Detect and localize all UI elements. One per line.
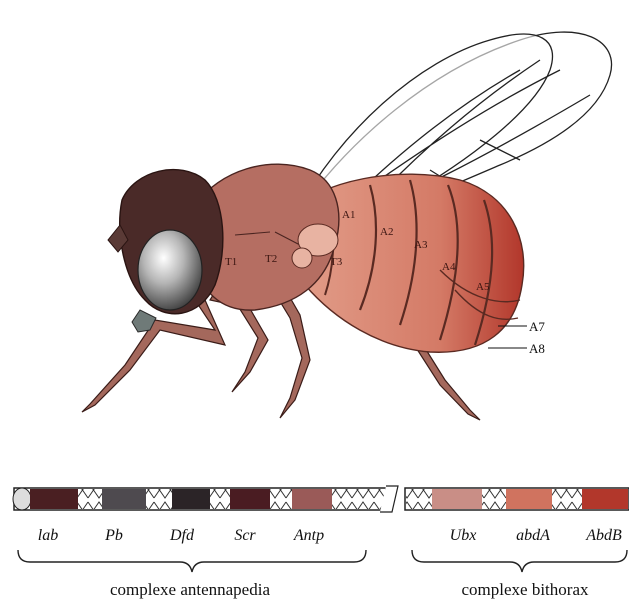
gene-label-pb: Pb: [104, 527, 123, 544]
segment-label-t2: T2: [265, 253, 277, 265]
compound-eye: [138, 230, 202, 310]
gene-block-ubx: [432, 489, 482, 509]
gene-label-ubx: Ubx: [450, 527, 477, 544]
gene-labels: lab Pb Dfd Scr Antp Ubx abdA AbdB: [38, 527, 622, 544]
gene-block-abdb: [582, 489, 628, 509]
gene-label-abda: abdA: [516, 527, 550, 544]
gene-block-scr: [230, 489, 270, 509]
brace-antennapedia: [18, 550, 366, 572]
segment-label-a2: A2: [380, 226, 393, 238]
gene-block-pb: [102, 489, 146, 509]
gene-block-antp: [292, 489, 332, 509]
segment-label-t1: T1: [225, 256, 237, 268]
gene-label-abdb: AbdB: [585, 527, 622, 544]
gene-label-dfd: Dfd: [169, 527, 195, 544]
callout-a7: A7: [529, 319, 545, 334]
complex-braces: [18, 550, 627, 572]
gene-label-lab: lab: [38, 527, 58, 544]
callout-a8: A8: [529, 341, 545, 356]
segment-label-a3: A3: [414, 239, 428, 251]
segment-label-t3: T3: [330, 256, 343, 268]
gene-label-scr: Scr: [234, 527, 256, 544]
complex-label-antennapedia: complexe antennapedia: [110, 580, 270, 599]
gene-label-antp: Antp: [293, 527, 324, 544]
complex-label-bithorax: complexe bithorax: [462, 580, 589, 599]
complex-labels: complexe antennapedia complexe bithorax: [110, 580, 589, 599]
segment-label-a1: A1: [342, 209, 355, 221]
hox-gene-bar: [13, 486, 629, 512]
gene-block-lab: [30, 489, 78, 509]
segment-label-a4: A4: [442, 261, 456, 273]
gene-block-abda: [506, 489, 552, 509]
brace-bithorax: [412, 550, 627, 572]
gene-block-dfd: [172, 489, 210, 509]
segment-label-a5: A5: [476, 281, 490, 293]
